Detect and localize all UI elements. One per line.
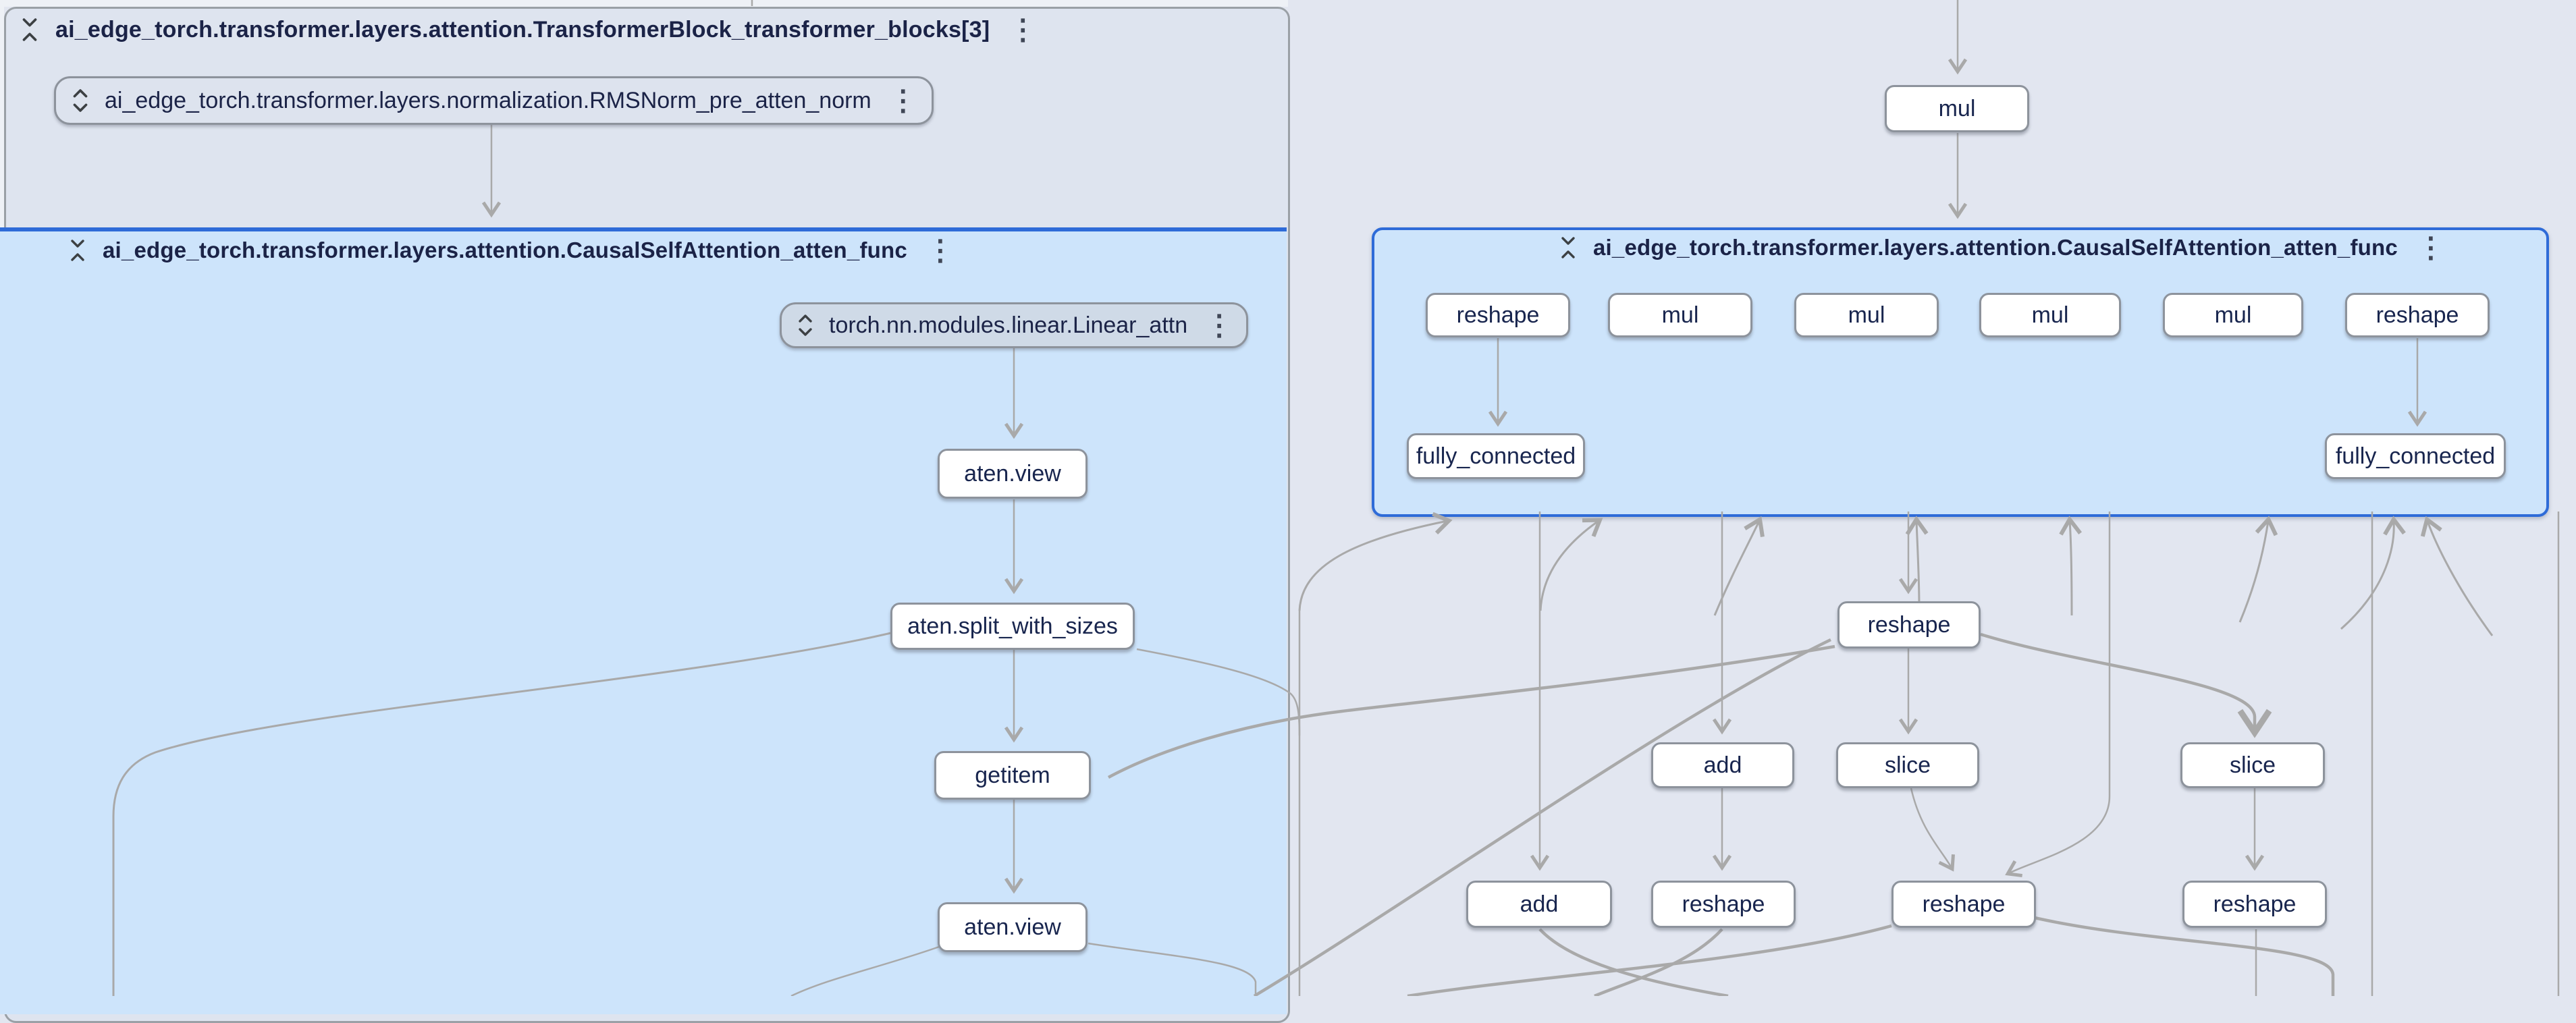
unfold-more-icon[interactable] (70, 86, 91, 115)
op-node-reshape-row4-a[interactable]: reshape (1651, 881, 1796, 928)
op-label: reshape (2376, 302, 2459, 328)
op-label: add (1520, 891, 1559, 917)
op-label: reshape (1456, 302, 1540, 328)
op-label: mul (1938, 95, 1976, 121)
right-attention-header[interactable]: ai_edge_torch.transformer.layers.attenti… (1558, 233, 2449, 262)
op-label: aten.split_with_sizes (907, 613, 1118, 639)
op-node-mul-r3[interactable]: mul (1979, 293, 2121, 337)
edge-line (2340, 516, 2406, 630)
op-node-reshape-r2[interactable]: reshape (2345, 293, 2490, 337)
edge-line (1539, 518, 1603, 611)
op-label: add (1703, 752, 1742, 778)
op-node-reshape-center[interactable]: reshape (1837, 601, 1981, 648)
op-node-fully-connected-left[interactable]: fully_connected (1407, 433, 1585, 479)
op-label: reshape (1922, 891, 2006, 917)
edge-line (1905, 516, 1929, 608)
op-node-reshape-row4-c[interactable]: reshape (2182, 881, 2327, 928)
edge-line (1298, 512, 1453, 611)
op-node-getitem[interactable]: getitem (934, 751, 1091, 800)
edge-line (2238, 516, 2278, 623)
op-node-mul-r4[interactable]: mul (2163, 293, 2303, 337)
op-node-aten-view-1[interactable]: aten.view (938, 449, 1088, 499)
kebab-menu-icon[interactable]: ⋮ (1205, 309, 1234, 341)
edge-line (1088, 942, 1257, 996)
rmsnorm-node[interactable]: ai_edge_torch.transformer.layers.normali… (54, 76, 934, 125)
edge-line (2034, 916, 2335, 996)
kebab-menu-icon[interactable]: ⋮ (2416, 231, 2445, 263)
op-node-reshape-r1[interactable]: reshape (1426, 293, 1570, 337)
op-label: mul (1848, 302, 1885, 328)
op-label: reshape (1682, 891, 1765, 917)
unfold-less-icon[interactable] (19, 15, 41, 45)
op-label: fully_connected (1416, 443, 1576, 469)
op-label: getitem (975, 762, 1050, 788)
op-label: fully_connected (2335, 443, 2496, 469)
op-label: mul (2214, 302, 2252, 328)
op-label: slice (1884, 752, 1931, 778)
op-node-aten-view-2[interactable]: aten.view (938, 902, 1088, 952)
op-label: mul (2031, 302, 2069, 328)
unfold-less-icon[interactable] (1558, 233, 1578, 262)
rmsnorm-label: ai_edge_torch.transformer.layers.normali… (105, 87, 871, 113)
edge-line (1136, 648, 1301, 736)
linear-node[interactable]: torch.nn.modules.linear.Linear_attn ⋮ (780, 302, 1248, 348)
canvas-top-gap (0, 0, 1288, 7)
unfold-more-icon[interactable] (795, 311, 815, 339)
edge-line (790, 945, 942, 996)
op-node-add-row4[interactable]: add (1466, 881, 1612, 928)
op-node-mul-top[interactable]: mul (1885, 85, 2029, 132)
kebab-menu-icon[interactable]: ⋮ (888, 84, 917, 116)
op-node-fully-connected-right[interactable]: fully_connected (2325, 433, 2506, 479)
edge-line (2059, 516, 2083, 616)
op-node-add-row3[interactable]: add (1651, 742, 1794, 788)
edge-line (1253, 638, 1831, 996)
edge-line (112, 632, 892, 996)
edge-line (1107, 644, 1835, 779)
op-label: mul (1661, 302, 1699, 328)
op-label: aten.view (964, 914, 1061, 940)
edge-line (1538, 928, 1729, 996)
op-label: reshape (1867, 611, 1951, 638)
op-node-slice-row3-a[interactable]: slice (1836, 742, 1979, 788)
left-attention-title: ai_edge_torch.transformer.layers.attenti… (103, 238, 907, 262)
unfold-less-icon[interactable] (68, 236, 88, 265)
op-node-reshape-row4-b[interactable]: reshape (1891, 881, 2036, 928)
edge-line (1910, 787, 1955, 872)
linear-label: torch.nn.modules.linear.Linear_attn (829, 312, 1188, 338)
edge-line (2005, 512, 2111, 878)
transformer-block-header[interactable]: ai_edge_torch.transformer.layers.attenti… (19, 15, 1041, 45)
op-label: slice (2229, 752, 2276, 778)
edge-line (1713, 516, 1765, 616)
edge-line (1594, 928, 1723, 996)
op-node-mul-r2[interactable]: mul (1794, 293, 1939, 337)
op-node-slice-row3-b[interactable]: slice (2180, 742, 2325, 788)
op-label: reshape (2213, 891, 2297, 917)
kebab-menu-icon[interactable]: ⋮ (925, 234, 955, 266)
edges-layer (112, 0, 2560, 996)
left-attention-header[interactable]: ai_edge_torch.transformer.layers.attenti… (68, 236, 959, 265)
edge-line (2420, 516, 2494, 636)
op-label: aten.view (964, 460, 1061, 487)
right-attention-title: ai_edge_torch.transformer.layers.attenti… (1593, 235, 2398, 260)
kebab-menu-icon[interactable]: ⋮ (1009, 13, 1038, 45)
op-node-split-with-sizes[interactable]: aten.split_with_sizes (890, 603, 1135, 650)
edge-line (1980, 632, 2272, 738)
edge-line (1407, 924, 1892, 996)
transformer-block-title: ai_edge_torch.transformer.layers.attenti… (55, 16, 990, 43)
op-node-mul-r1[interactable]: mul (1608, 293, 1752, 337)
